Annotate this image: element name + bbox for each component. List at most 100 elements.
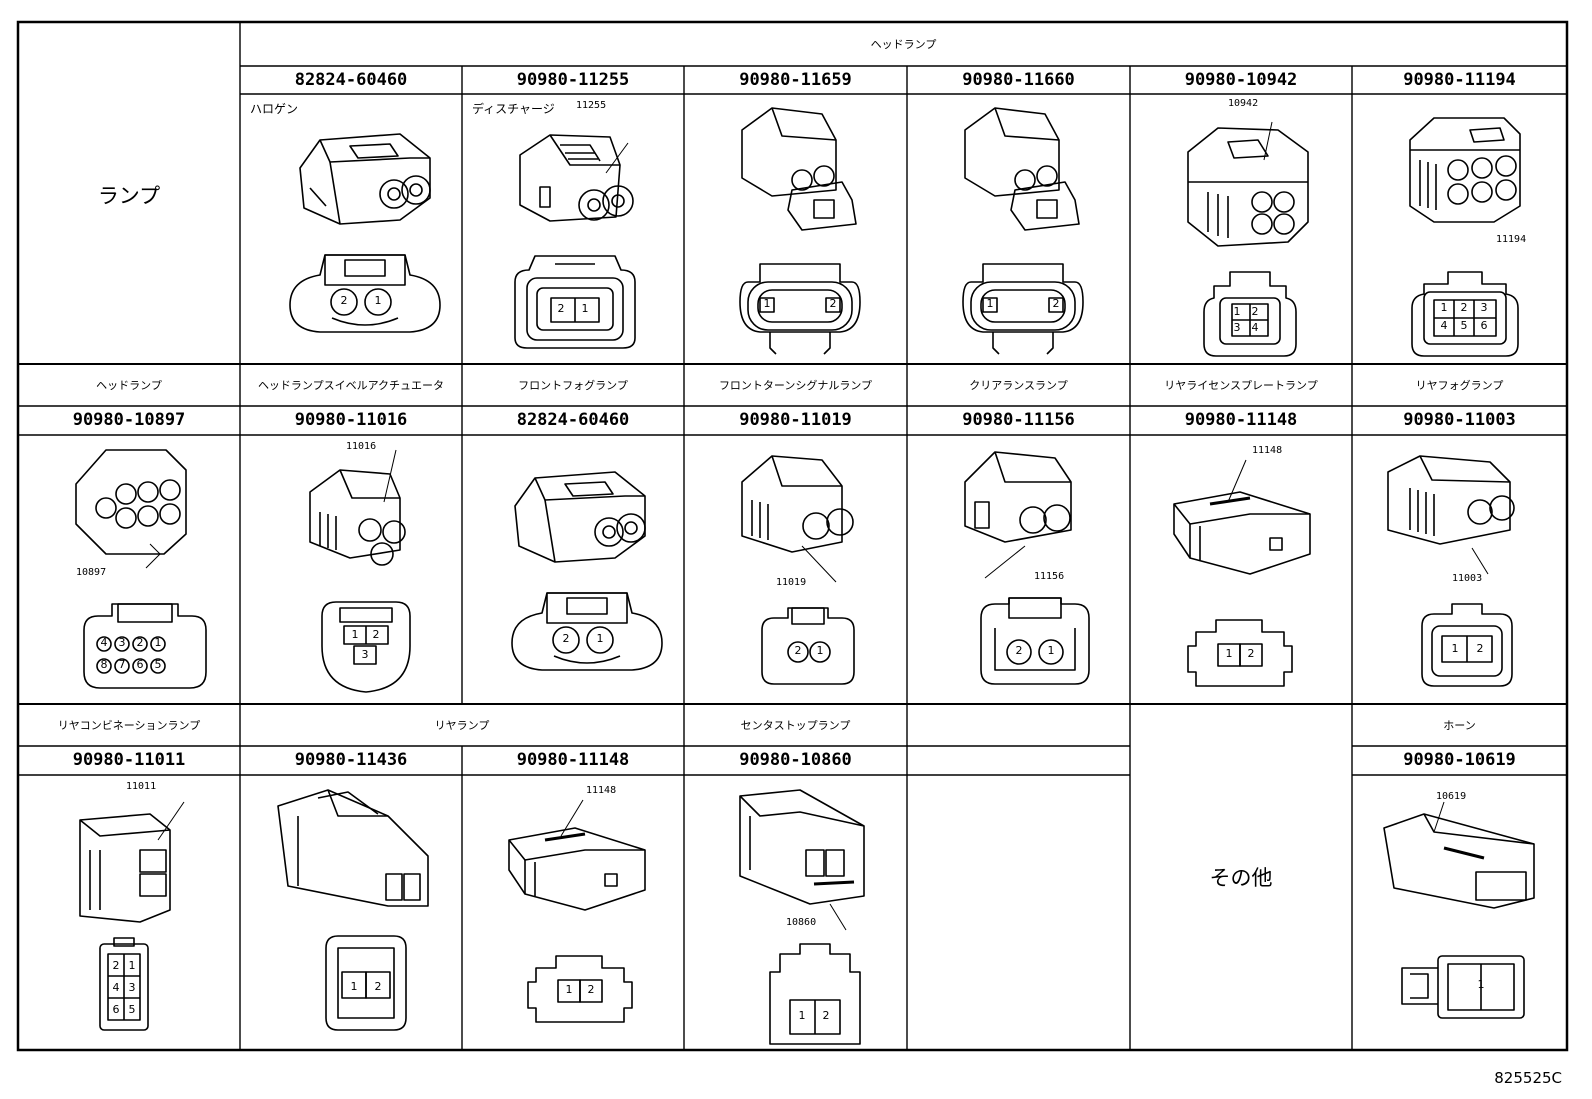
connector-3d-view — [309, 449, 406, 566]
pin-number-label: 2 — [1460, 301, 1468, 314]
callout-label: 10897 — [76, 567, 107, 578]
pin-number-label: 2 — [112, 959, 120, 972]
pin-number-label: 2 — [136, 636, 144, 649]
pin-number-label: 3 — [128, 981, 136, 994]
callout-label: 11156 — [1034, 571, 1065, 582]
callout-label: 11011 — [126, 781, 157, 792]
pin-number-label: 1 — [1440, 301, 1448, 314]
pin-number-label: 4 — [112, 981, 120, 994]
section-header-headlamp: ヘッドランプ — [870, 38, 937, 51]
pin-number-label: 2 — [1247, 647, 1255, 660]
row2-header: ヘッドランプスイベルアクチュエータ — [257, 379, 445, 392]
part-number: 90980-10897 — [72, 410, 186, 430]
part-number: 90980-11011 — [72, 750, 186, 770]
pin-number-label: 1 — [581, 302, 589, 315]
connector-front-view — [321, 601, 411, 693]
connector-3d-view — [964, 451, 1072, 579]
callout-label: 10619 — [1436, 791, 1467, 802]
variant-label-halogen: ハロゲン — [250, 102, 299, 116]
part-number: 90980-11003 — [1403, 410, 1516, 430]
pin-number-label: 1 — [986, 297, 994, 310]
pin-number-label: 1 — [1225, 647, 1233, 660]
part-number: 90980-11016 — [294, 410, 408, 430]
connector-3d-view — [79, 801, 185, 923]
part-number: 90980-10619 — [1403, 750, 1516, 770]
pin-number-label: 1 — [565, 983, 573, 996]
row3-header: リヤランプ — [434, 719, 490, 732]
connector-3d-view — [277, 789, 429, 907]
part-number: 82824-60460 — [516, 410, 630, 430]
pin-number-label: 2 — [1251, 305, 1259, 318]
callout-label: 11194 — [1496, 234, 1527, 245]
callout-label: 11003 — [1452, 573, 1483, 584]
part-number: 90980-10942 — [1184, 70, 1298, 90]
pin-number-label: 6 — [136, 658, 144, 671]
connector-3d-view — [508, 799, 646, 911]
pin-number-label: 8 — [100, 658, 108, 671]
row2-header: ヘッドランプ — [96, 379, 162, 392]
connector-3d-view — [514, 471, 646, 563]
connector-3d-view — [299, 133, 431, 225]
pin-number-label: 3 — [1480, 301, 1488, 314]
connector-front-view — [99, 937, 149, 1031]
callout-label: 10860 — [786, 917, 817, 928]
callout-label: 10942 — [1228, 98, 1259, 109]
pin-number-label: 3 — [361, 648, 369, 661]
pin-number-label: 1 — [798, 1009, 806, 1022]
part-number: 90980-11660 — [962, 70, 1075, 90]
pin-number-label: 1 — [374, 294, 382, 307]
part-number: 90980-11659 — [739, 70, 852, 90]
row2-header: クリアランスランプ — [969, 379, 1068, 392]
pin-number-label: 2 — [562, 632, 570, 645]
pin-number-label: 2 — [794, 644, 802, 657]
connector-front-view — [739, 263, 861, 355]
pin-number-label: 5 — [154, 658, 162, 671]
callout-label: 11016 — [346, 441, 377, 452]
pin-number-label: 1 — [1451, 642, 1459, 655]
part-number: 90980-11194 — [1403, 70, 1516, 90]
connector-3d-view — [739, 789, 865, 931]
pin-number-label: 3 — [118, 636, 126, 649]
pin-number-label: 2 — [822, 1009, 830, 1022]
pin-number-label: 1 — [816, 644, 824, 657]
callout-label: 11148 — [1252, 445, 1283, 456]
connector-front-view — [527, 955, 633, 1023]
pin-number-label: 1 — [1233, 305, 1241, 318]
connector-3d-view — [741, 107, 857, 231]
pin-number-label: 1 — [596, 632, 604, 645]
connector-3d-view — [964, 107, 1080, 231]
pin-number-label: 2 — [829, 297, 837, 310]
connector-front-view — [1421, 603, 1513, 687]
callout-label: 11019 — [776, 577, 807, 588]
variant-label-discharge: ディスチャージ — [472, 102, 555, 116]
connector-3d-view — [1383, 801, 1535, 909]
pin-number-label: 2 — [1476, 642, 1484, 655]
connector-front-view — [83, 603, 207, 689]
connector-front-view — [1203, 271, 1297, 357]
pin-number-label: 1 — [128, 959, 136, 972]
pin-number-label: 6 — [112, 1003, 120, 1016]
connector-3d-view — [1409, 117, 1521, 223]
pin-number-label: 1 — [350, 980, 358, 993]
connector-3d-view — [1173, 459, 1311, 575]
pin-number-label: 1 — [1047, 644, 1055, 657]
connector-front-view — [511, 592, 663, 671]
pin-number-label: 4 — [1440, 319, 1448, 332]
pin-number-label: 7 — [118, 658, 126, 671]
connector-3d-view — [1187, 121, 1309, 247]
connector-3d-view — [519, 134, 634, 222]
connector-3d-view — [75, 449, 187, 569]
connector-front-view — [325, 935, 407, 1031]
part-number: 90980-11019 — [739, 410, 852, 430]
part-number: 90980-11148 — [1184, 410, 1298, 430]
pin-number-label: 1 — [154, 636, 162, 649]
other-label: その他 — [1209, 866, 1273, 890]
figure-code: 825525C — [1494, 1069, 1562, 1087]
connector-3d-view — [741, 455, 854, 583]
pin-number-label: 4 — [1251, 321, 1259, 334]
row2-header: リヤライセンスプレートランプ — [1164, 379, 1318, 392]
pin-number-label: 3 — [1233, 321, 1241, 334]
pin-number-label: 2 — [557, 302, 565, 315]
connector-front-view — [761, 607, 855, 685]
